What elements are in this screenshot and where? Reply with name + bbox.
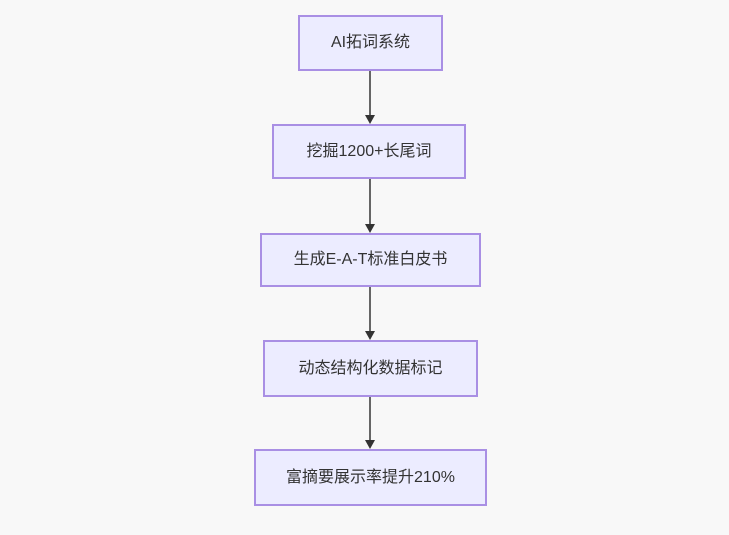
flow-arrow-4 — [365, 397, 375, 449]
flowchart-node-rich-snippet-rate-increase: 富摘要展示率提升210% — [254, 449, 487, 506]
flowchart-node-mine-longtail-keywords: 挖掘1200+长尾词 — [272, 124, 466, 179]
flowchart-node-dynamic-structured-data-markup: 动态结构化数据标记 — [263, 340, 478, 397]
arrowhead-down-icon — [365, 224, 375, 233]
flow-arrow-2 — [365, 179, 375, 233]
arrow-line — [369, 71, 371, 118]
arrowhead-down-icon — [365, 115, 375, 124]
arrow-line — [369, 287, 371, 334]
flowchart-node-ai-keyword-expansion-system: AI拓词系统 — [298, 15, 443, 71]
flow-arrow-1 — [365, 71, 375, 124]
arrowhead-down-icon — [365, 440, 375, 449]
flowchart-node-generate-eat-whitepaper: 生成E-A-T标准白皮书 — [260, 233, 481, 287]
arrowhead-down-icon — [365, 331, 375, 340]
flow-arrow-3 — [365, 287, 375, 340]
arrow-line — [369, 397, 371, 443]
arrow-line — [369, 179, 371, 227]
